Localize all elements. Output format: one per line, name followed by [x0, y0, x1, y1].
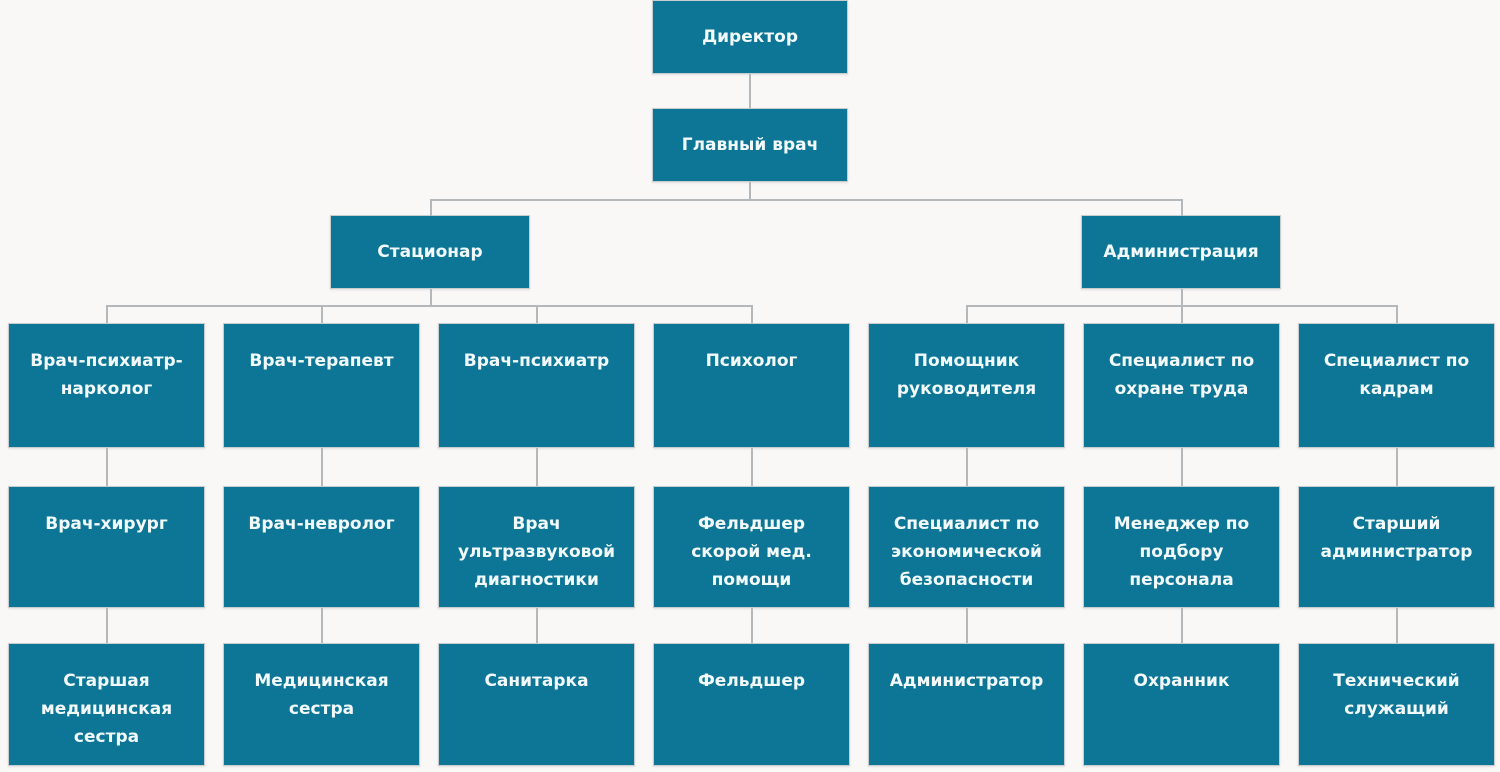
org-node-label: Врач-невролог	[248, 514, 395, 534]
org-node: Врач-психиатр	[438, 323, 635, 448]
org-node-label: Врач-терапевт	[249, 351, 394, 371]
org-node-label: Директор	[702, 27, 798, 47]
org-node-label: Врач-хирург	[45, 514, 168, 534]
org-node: Врач ультразвуковой диагностики	[438, 486, 635, 608]
org-node-label: Менеджер по подбору персонала	[1113, 514, 1250, 590]
org-node: Технический служащий	[1298, 643, 1495, 766]
connector-line	[749, 182, 751, 200]
connector-line	[321, 448, 323, 486]
org-node-label: Санитарка	[484, 671, 589, 691]
connector-line	[749, 74, 751, 108]
org-node-label: Врач-психиатр-нарколог	[30, 351, 183, 399]
connector-line	[430, 289, 432, 306]
connector-line	[536, 448, 538, 486]
org-node-chief-physician: Главный врач	[652, 108, 848, 182]
connector-line	[321, 305, 323, 323]
connector-line	[1181, 608, 1183, 643]
org-node-inpatient: Стационар	[330, 215, 530, 289]
connector-line	[751, 448, 753, 486]
connector-line	[536, 305, 538, 323]
org-node-label: Охранник	[1133, 671, 1230, 691]
org-node-administration: Администрация	[1081, 215, 1281, 289]
org-node: Специалист по кадрам	[1298, 323, 1495, 448]
org-node: Психолог	[653, 323, 850, 448]
org-node: Специалист по экономической безопасности	[868, 486, 1065, 608]
connector-line	[536, 608, 538, 643]
org-node: Врач-хирург	[8, 486, 205, 608]
org-node-label: Фельдшер скорой мед. помощи	[691, 514, 812, 590]
org-node: Менеджер по подбору персонала	[1083, 486, 1280, 608]
connector-line	[1181, 305, 1183, 323]
connector-line	[430, 199, 432, 216]
connector-line	[1396, 448, 1398, 486]
org-node: Врач-невролог	[223, 486, 420, 608]
org-node-label: Специалист по охране труда	[1108, 351, 1255, 399]
org-node-label: Стационар	[377, 242, 483, 262]
org-node: Старшая медицинская сестра	[8, 643, 205, 766]
connector-line	[966, 448, 968, 486]
org-node-label: Главный врач	[681, 135, 819, 155]
connector-line	[106, 608, 108, 643]
org-node-label: Технический служащий	[1333, 671, 1460, 719]
org-node: Санитарка	[438, 643, 635, 766]
connector-line	[1396, 608, 1398, 643]
org-node: Врач-психиатр-нарколог	[8, 323, 205, 448]
connector-line	[1181, 448, 1183, 486]
org-node: Старший администратор	[1298, 486, 1495, 608]
org-node-label: Помощник руководителя	[896, 351, 1037, 399]
org-node-label: Администрация	[1103, 242, 1259, 262]
org-node-label: Врач ультразвуковой диагностики	[457, 514, 616, 590]
connector-line	[106, 448, 108, 486]
org-node: Фельдшер скорой мед. помощи	[653, 486, 850, 608]
org-node: Фельдшер	[653, 643, 850, 766]
org-node-label: Врач-психиатр	[463, 351, 610, 371]
org-node-label: Администратор	[889, 671, 1044, 691]
connector-line	[430, 199, 1182, 201]
org-node: Врач-терапевт	[223, 323, 420, 448]
org-node: Охранник	[1083, 643, 1280, 766]
org-node-label: Фельдшер	[697, 671, 806, 691]
org-node-label: Психолог	[705, 351, 798, 371]
connector-line	[321, 608, 323, 643]
connector-line	[106, 305, 108, 323]
connector-line	[966, 305, 968, 323]
connector-line	[1181, 289, 1183, 306]
org-node: Помощник руководителя	[868, 323, 1065, 448]
org-node: Специалист по охране труда	[1083, 323, 1280, 448]
connector-line	[1396, 305, 1398, 323]
connector-line	[1181, 199, 1183, 216]
org-node-director: Директор	[652, 0, 848, 74]
connector-line	[751, 608, 753, 643]
connector-line	[106, 305, 752, 307]
org-node: Администратор	[868, 643, 1065, 766]
org-node-label: Специалист по кадрам	[1323, 351, 1470, 399]
connector-line	[751, 305, 753, 323]
org-node: Медицинская сестра	[223, 643, 420, 766]
org-node-label: Старшая медицинская сестра	[40, 671, 173, 747]
connector-line	[966, 608, 968, 643]
org-node-label: Медицинская сестра	[254, 671, 389, 719]
org-node-label: Специалист по экономической безопасности	[891, 514, 1042, 590]
org-node-label: Старший администратор	[1320, 514, 1473, 562]
